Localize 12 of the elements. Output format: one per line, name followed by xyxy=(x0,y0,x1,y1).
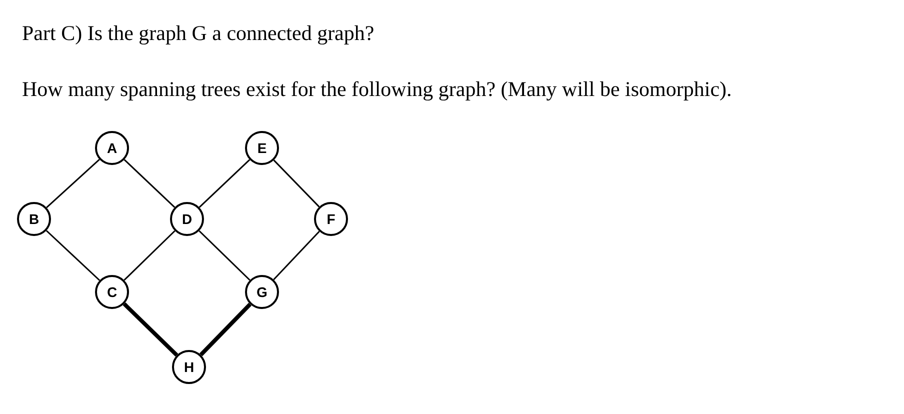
graph-edge xyxy=(46,158,100,208)
graph-edge xyxy=(198,159,250,208)
graph-edge xyxy=(124,230,176,281)
question-text: How many spanning trees exist for the following graph? (Many will be isomorphic). xyxy=(22,76,732,103)
graph-edge xyxy=(124,159,176,208)
graph-edge xyxy=(46,230,100,281)
graph-edge xyxy=(198,230,250,281)
graph-edge xyxy=(273,160,320,208)
graph-edge xyxy=(199,302,252,356)
graph-edge xyxy=(122,302,178,357)
graph-edge xyxy=(273,230,320,280)
question-text: Part C) Is the graph G a connected graph? xyxy=(22,20,374,47)
